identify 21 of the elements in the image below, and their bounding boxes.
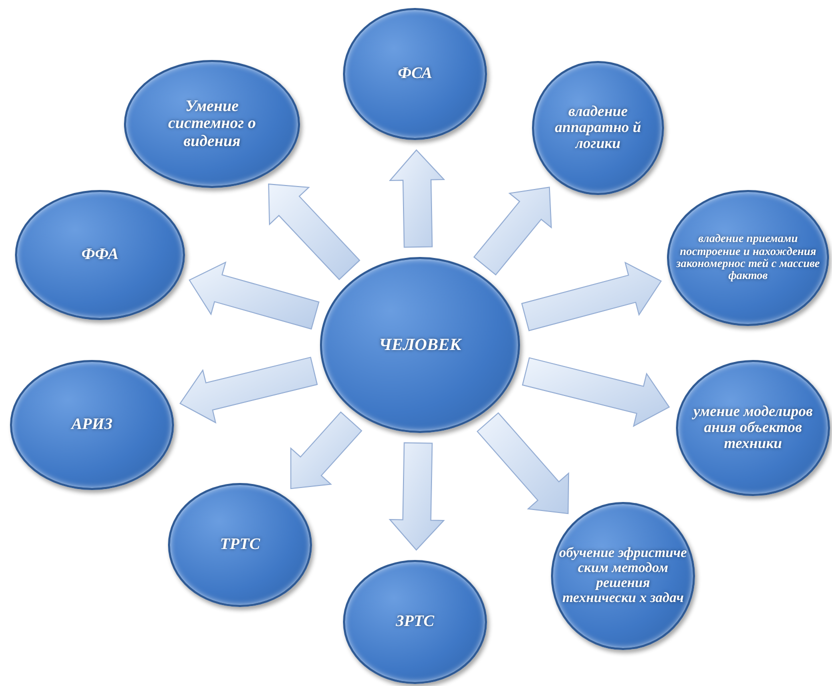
node-text: владение приемами построение и нахождения закономернос тей с массиве фактов: [675, 233, 821, 283]
node-text: ФФА: [81, 246, 119, 264]
node-text: ЗРТС: [396, 613, 434, 631]
block-arrow: [179, 356, 318, 424]
node-text: АРИЗ: [71, 416, 113, 434]
node-text: ЧЕЛОВЕК: [378, 336, 462, 354]
block-arrow: [188, 261, 320, 330]
node-text: обучение эфристиче ским методом решения технически х задач: [559, 546, 687, 606]
block-arrow: [473, 186, 552, 276]
node-text: владение аппаратно й логики: [554, 104, 642, 152]
node-text: ТРТС: [220, 536, 260, 554]
node-text: умение моделиров ания объектов техники: [691, 404, 814, 452]
block-arrow: [388, 149, 446, 248]
node-text: ФСА: [398, 65, 432, 83]
block-arrow: [522, 357, 670, 428]
block-arrow: [290, 411, 362, 490]
block-arrow: [476, 412, 570, 514]
block-arrow: [268, 184, 360, 280]
block-arrow: [521, 262, 662, 332]
node-text: Умение системног о видения: [167, 98, 257, 150]
block-arrow: [388, 442, 445, 551]
